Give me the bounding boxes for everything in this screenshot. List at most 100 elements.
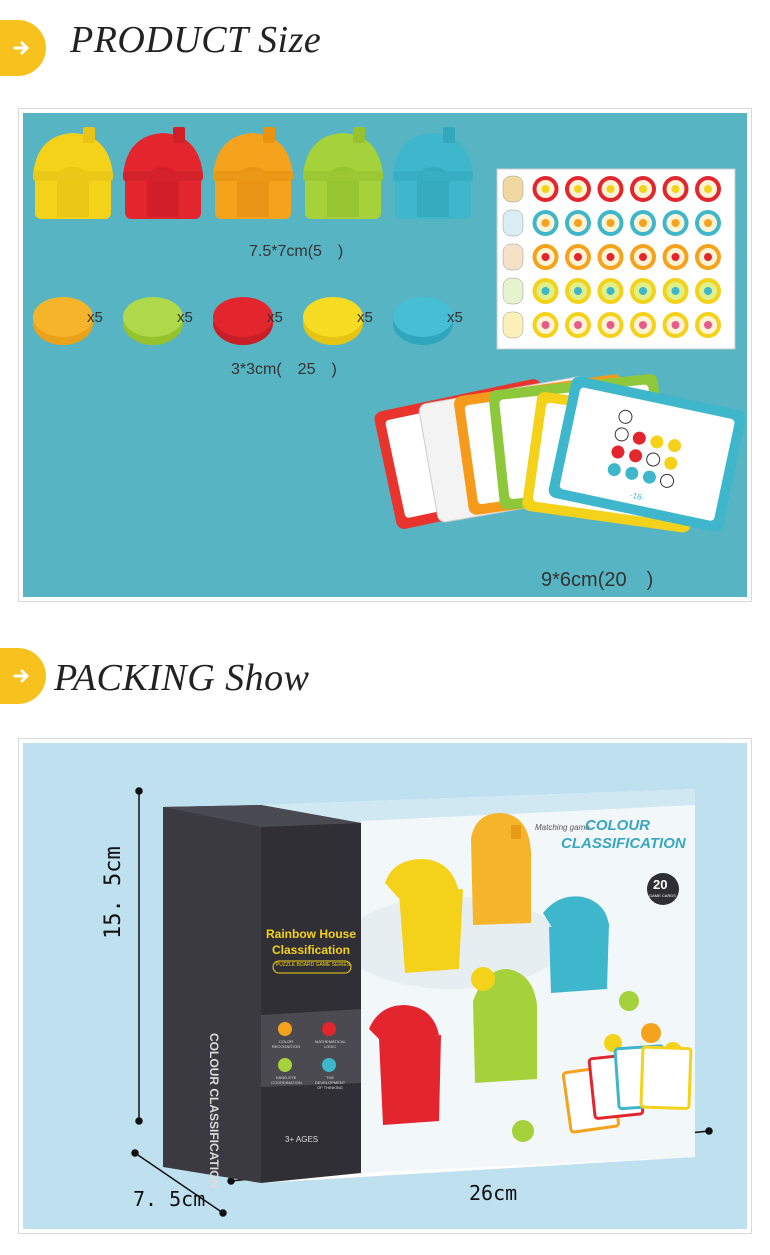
color-dot bbox=[629, 449, 643, 463]
board-coin-icon bbox=[704, 321, 712, 329]
board-coin-icon bbox=[671, 185, 680, 193]
skill-label: THE DEVELOPMENT OF THINKING bbox=[315, 1075, 346, 1090]
color-dot bbox=[650, 435, 664, 449]
board-coin-icon bbox=[639, 219, 647, 227]
board-coin-icon bbox=[639, 321, 647, 329]
arrow-right-icon bbox=[13, 669, 29, 683]
section-title: PACKING Show bbox=[54, 657, 310, 699]
packing-blue-area: 15. 5cm 7. 5cm 26cm Matching game COLOUR… bbox=[23, 743, 747, 1229]
question-dot bbox=[614, 427, 629, 442]
product-illustration: -16- bbox=[33, 127, 746, 533]
product-teal-area: -16- 7.5*7cm(5 ) x5 x5 x5 x5 x5 3*3cm( 2… bbox=[23, 113, 747, 597]
board-coin-icon bbox=[639, 185, 647, 193]
arrow-badge bbox=[0, 648, 46, 704]
series-label: PUZZLE BOARD GAME SERIES bbox=[275, 962, 351, 968]
board-coin-icon bbox=[606, 287, 615, 295]
spine-text: COLOUR CLASSIFICATION bbox=[207, 1033, 221, 1189]
coin-yellow bbox=[303, 297, 363, 345]
board-house-slot bbox=[502, 175, 524, 203]
skill-label: HAND-EYE COORDINATION bbox=[271, 1075, 302, 1085]
board-coin-icon bbox=[704, 219, 712, 227]
board-coin-icon bbox=[541, 287, 550, 295]
board-coin-icon bbox=[606, 219, 615, 227]
color-dot bbox=[611, 445, 625, 459]
card-fan: -16- bbox=[374, 374, 746, 533]
board-coin-icon bbox=[574, 253, 582, 261]
color-dot bbox=[642, 470, 656, 484]
arrow-right-icon bbox=[13, 41, 29, 55]
board-coin-icon bbox=[574, 185, 582, 193]
packing-panel: 15. 5cm 7. 5cm 26cm Matching game COLOUR… bbox=[18, 738, 752, 1234]
box-side-face bbox=[163, 805, 361, 1183]
side-name-line2: Classification bbox=[271, 943, 351, 957]
color-dot bbox=[632, 431, 646, 445]
board-coin-icon bbox=[671, 253, 680, 261]
skill-label: MATHEMATICAL LOGIC bbox=[315, 1039, 346, 1049]
board-coin-icon bbox=[541, 321, 550, 329]
coin-count-label: x5 bbox=[357, 309, 373, 326]
board-coin-icon bbox=[574, 321, 582, 329]
section-title: PRODUCT Size bbox=[70, 19, 322, 61]
packing-illustration bbox=[131, 787, 713, 1217]
board-coin-icon bbox=[606, 185, 615, 193]
board-coin-icon bbox=[541, 219, 550, 227]
coin-red bbox=[213, 297, 273, 345]
packing-show-header: PACKING Show bbox=[0, 640, 770, 710]
house-orange bbox=[213, 127, 293, 219]
sticker-board bbox=[496, 168, 736, 350]
coin-size-label: 3*3cm( 25 ) bbox=[231, 361, 337, 378]
coin-count-label: x5 bbox=[177, 309, 193, 326]
board-coin-icon bbox=[671, 219, 680, 227]
question-dot bbox=[646, 452, 661, 467]
box-title-line1: COLOUR bbox=[585, 817, 650, 834]
house-green bbox=[303, 127, 383, 219]
cards-count-label: GAME CARDS bbox=[649, 893, 676, 898]
board-coin-icon bbox=[704, 185, 712, 193]
box-front-face bbox=[261, 789, 695, 1183]
box-brand-line: Matching game bbox=[535, 823, 590, 832]
board-house-slot bbox=[502, 311, 524, 339]
board-house-slot bbox=[502, 209, 524, 237]
card-size-label: 9*6cm(20 ) bbox=[541, 569, 654, 591]
question-dot bbox=[618, 409, 633, 424]
side-name-line1: Rainbow House bbox=[265, 927, 356, 941]
board-coin-icon bbox=[574, 287, 582, 295]
skill-label: COLOR RECOGNITION bbox=[271, 1039, 301, 1049]
board-coin-icon bbox=[541, 253, 550, 261]
coin-count-label: x5 bbox=[447, 309, 463, 326]
height-dimension-label: 15. 5cm bbox=[101, 846, 126, 939]
house-yellow bbox=[33, 127, 113, 219]
box-title-line2: CLASSIFICATION bbox=[561, 835, 686, 852]
cards-count: 20 bbox=[653, 877, 668, 892]
skill-icons bbox=[278, 1022, 336, 1072]
series-pill bbox=[272, 960, 352, 974]
question-dot bbox=[660, 473, 675, 488]
board-house-slot bbox=[502, 277, 524, 305]
board-coin-icon bbox=[639, 287, 647, 295]
depth-dimension-label: 7. 5cm bbox=[133, 1187, 206, 1211]
coin-blue bbox=[393, 297, 453, 345]
color-dot bbox=[668, 439, 682, 453]
width-dimension-label: 26cm bbox=[469, 1181, 518, 1205]
board-house-slot bbox=[502, 243, 524, 271]
board-coin-icon bbox=[541, 185, 550, 193]
coin-green bbox=[123, 297, 183, 345]
house-blue bbox=[393, 127, 473, 219]
board-coin-icon bbox=[606, 321, 615, 329]
board-coin-icon bbox=[606, 253, 615, 261]
board-coin-icon bbox=[671, 287, 680, 295]
house-red bbox=[123, 127, 203, 219]
arrow-badge bbox=[0, 20, 46, 76]
ages-label: 3+ AGES bbox=[285, 1135, 319, 1144]
color-dot bbox=[664, 456, 678, 470]
board-coin-icon bbox=[671, 321, 680, 329]
color-dot bbox=[607, 463, 621, 477]
card-number: -16- bbox=[629, 491, 645, 503]
board-coin-icon bbox=[639, 253, 647, 261]
board-coin-icon bbox=[704, 253, 712, 261]
board-coin-icon bbox=[704, 287, 712, 295]
product-size-header: PRODUCT Size bbox=[0, 10, 770, 80]
house-size-label: 7.5*7cm(5 ) bbox=[249, 243, 344, 260]
product-panel: -16- 7.5*7cm(5 ) x5 x5 x5 x5 x5 3*3cm( 2… bbox=[18, 108, 752, 602]
coin-count-label: x5 bbox=[87, 309, 103, 326]
